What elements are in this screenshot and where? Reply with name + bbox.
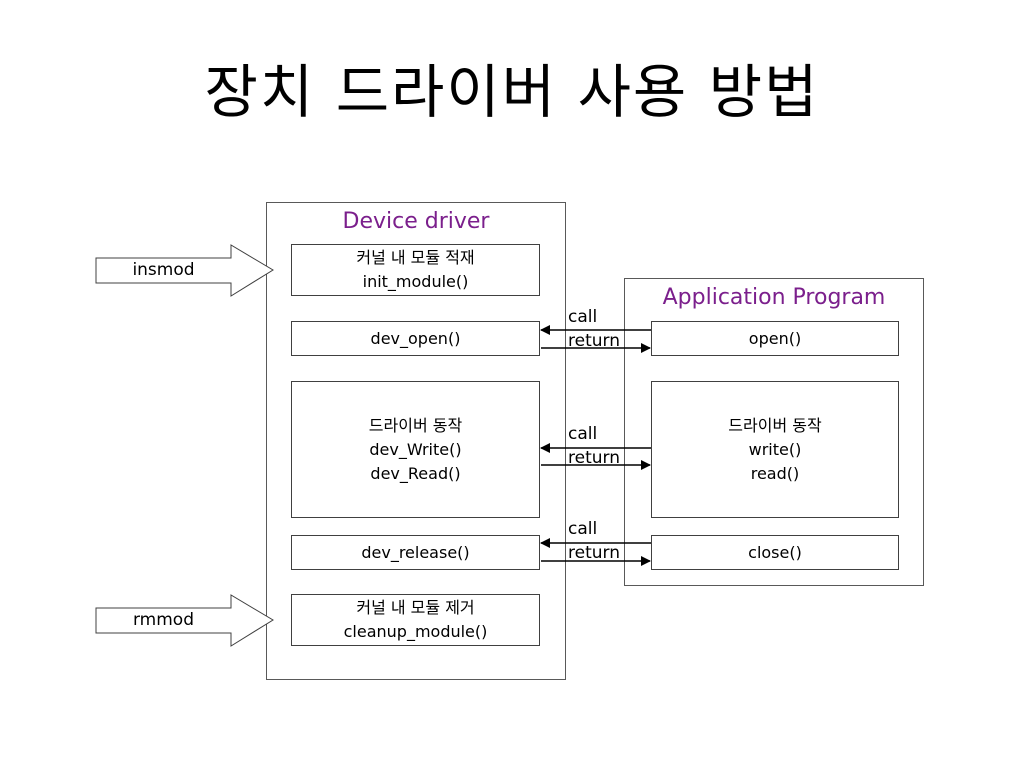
dev-write-label: dev_Write() bbox=[369, 439, 462, 459]
cleanup-module-function: cleanup_module() bbox=[343, 622, 488, 641]
slide-title: 장치 드라이버 사용 방법 bbox=[204, 58, 820, 126]
application-program-heading: Application Program bbox=[662, 285, 886, 310]
app-read-label: read() bbox=[750, 463, 800, 483]
app-open-box: open() bbox=[651, 321, 899, 356]
open-call-label: call bbox=[568, 307, 598, 327]
operation-return-label: return bbox=[568, 448, 620, 468]
dev-open-box: dev_open() bbox=[291, 321, 540, 356]
app-operation-korean-label: 드라이버 동작 bbox=[728, 415, 822, 435]
open-return-label: return bbox=[568, 331, 620, 351]
dev-read-label: dev_Read() bbox=[370, 463, 461, 483]
insmod-block-arrow bbox=[95, 244, 274, 297]
insmod-label: insmod bbox=[132, 260, 195, 280]
release-return-label: return bbox=[568, 543, 620, 563]
app-write-label: write() bbox=[748, 439, 802, 459]
release-call-label: call bbox=[568, 519, 598, 539]
rmmod-block-arrow bbox=[95, 594, 274, 647]
init-module-box: 커널 내 모듈 적재 init_module() bbox=[291, 244, 540, 296]
app-open-label: open() bbox=[748, 328, 802, 348]
dev-open-label: dev_open() bbox=[370, 328, 461, 348]
cleanup-module-box: 커널 내 모듈 제거 cleanup_module() bbox=[291, 594, 540, 646]
dev-release-label: dev_release() bbox=[361, 542, 470, 562]
rmmod-label: rmmod bbox=[132, 610, 194, 630]
driver-operation-box: 드라이버 동작 dev_Write() dev_Read() bbox=[291, 381, 540, 518]
operation-call-label: call bbox=[568, 424, 598, 444]
cleanup-module-korean-label: 커널 내 모듈 제거 bbox=[356, 598, 475, 617]
app-operation-box: 드라이버 동작 write() read() bbox=[651, 381, 899, 518]
dev-release-box: dev_release() bbox=[291, 535, 540, 570]
app-close-box: close() bbox=[651, 535, 899, 570]
driver-operation-korean-label: 드라이버 동작 bbox=[368, 415, 463, 435]
device-driver-heading: Device driver bbox=[342, 209, 490, 234]
init-module-function: init_module() bbox=[362, 272, 469, 291]
app-close-label: close() bbox=[748, 542, 802, 562]
init-module-korean-label: 커널 내 모듈 적재 bbox=[356, 248, 475, 267]
